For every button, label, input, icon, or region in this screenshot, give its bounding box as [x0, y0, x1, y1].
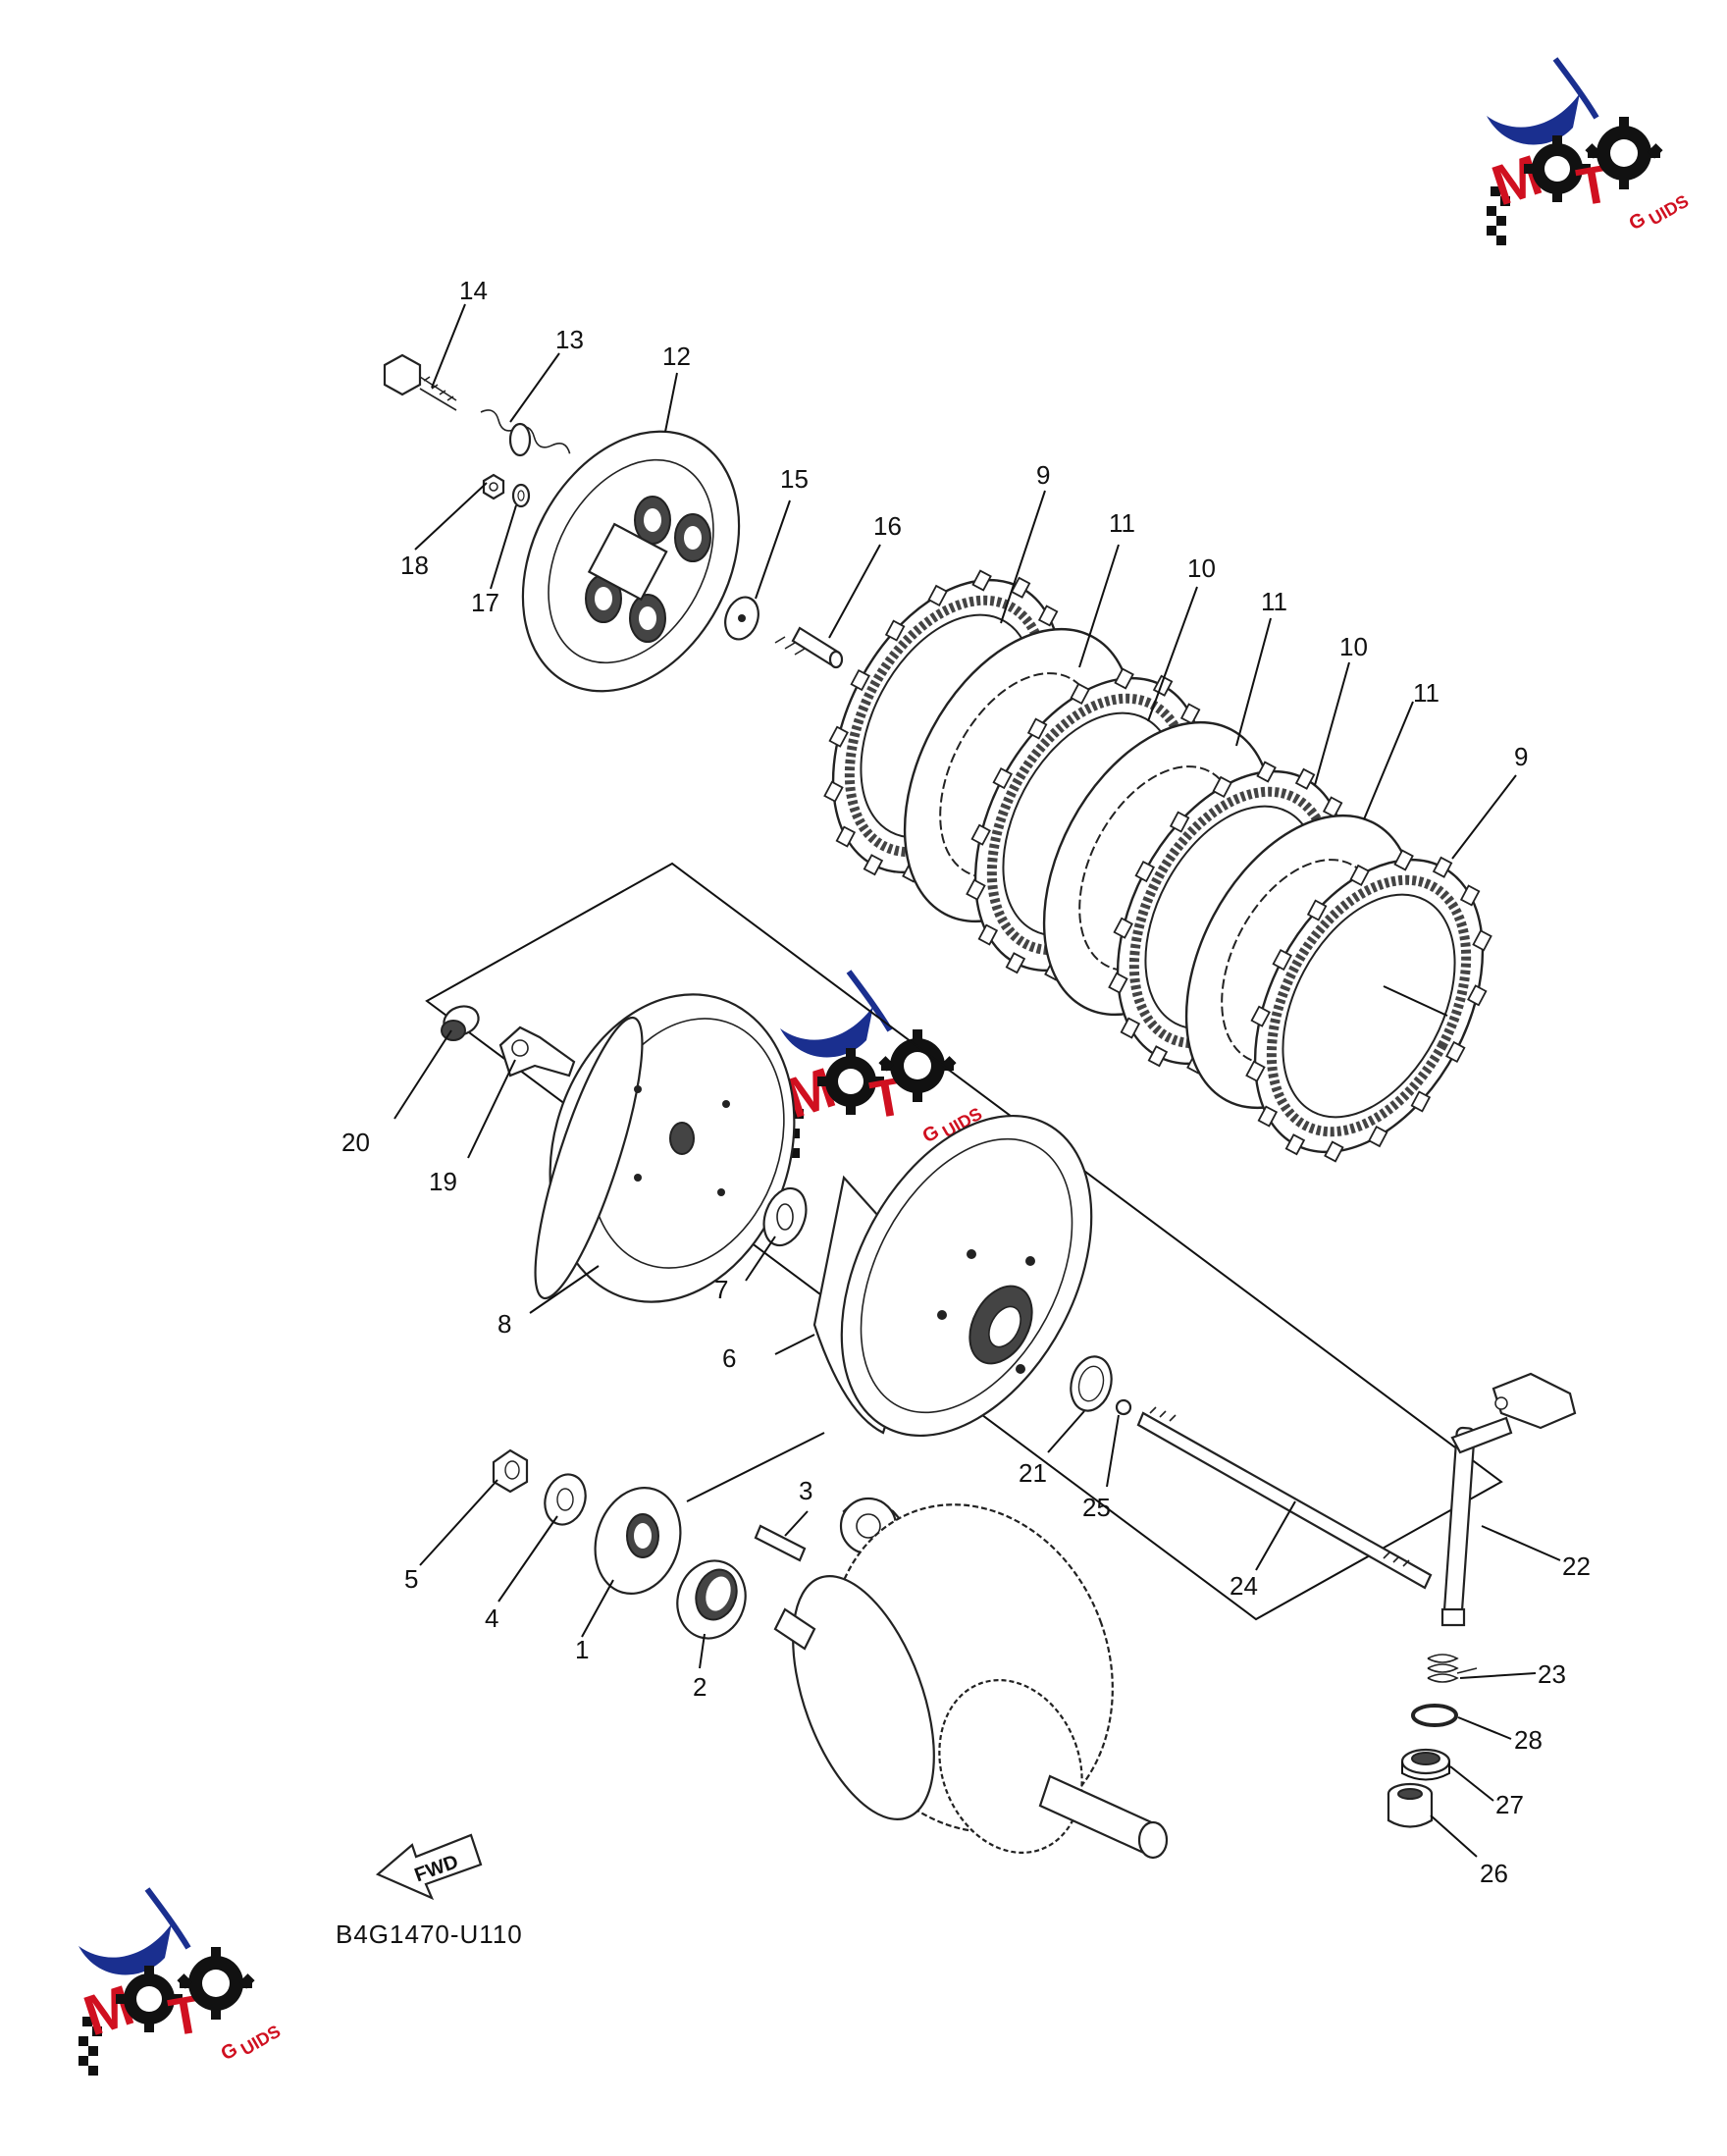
callout-22: 22 [1562, 1551, 1591, 1581]
logo-suffix-text: UIDS [237, 2022, 284, 2060]
callout-25: 25 [1082, 1493, 1111, 1522]
part-19-lock-washer [498, 1025, 576, 1078]
part-6-clutch-housing [812, 1114, 1093, 1438]
part-7-washer [762, 1186, 808, 1247]
part-4-washer [544, 1473, 587, 1526]
clutch-group-outline [425, 862, 1503, 1621]
part-3-key [754, 1524, 807, 1562]
callout-8: 8 [497, 1309, 511, 1339]
callout-12: 12 [662, 342, 691, 371]
callout-27: 27 [1495, 1790, 1524, 1819]
part-20-nut [441, 1005, 480, 1041]
callout-5: 5 [404, 1564, 418, 1594]
callout-10-a: 10 [1187, 553, 1216, 583]
clutch-plate-stack [823, 569, 1492, 1163]
part-18-nut [482, 473, 505, 500]
callout-7: 7 [714, 1275, 728, 1304]
part-9-friction-plate [1245, 849, 1492, 1163]
callout-11-b: 11 [1261, 587, 1287, 616]
callout-2: 2 [693, 1672, 706, 1702]
leader-lines [393, 303, 1561, 1858]
callout-17: 17 [471, 588, 499, 617]
part-27-oil-seal [1400, 1748, 1451, 1781]
callout-18: 18 [400, 551, 429, 580]
crankshaft-assembly [773, 1497, 1169, 1860]
moto-guids-logo-top-right: UIDS [1485, 59, 1692, 245]
part-12-pressure-plate [521, 430, 741, 693]
callout-20: 20 [341, 1128, 370, 1157]
callout-9-bottom: 9 [1514, 742, 1528, 771]
part-17-washer [511, 483, 531, 508]
logo-suffix-text: UIDS [1646, 191, 1692, 230]
drawing-code: B4G1470-U110 [336, 1919, 523, 1949]
moto-guids-logo-center: UIDS [778, 972, 985, 1158]
part-28-circlip [1411, 1704, 1458, 1727]
part-15-washer [724, 596, 759, 641]
part-5-nut [492, 1448, 529, 1494]
callout-11-c: 11 [1413, 678, 1439, 708]
fwd-arrow-icon: FWD [375, 1833, 483, 1901]
part-24-shaft [1136, 1406, 1433, 1590]
part-25-ball [1115, 1398, 1132, 1416]
callout-13: 13 [555, 325, 584, 354]
callout-9-top: 9 [1036, 460, 1050, 490]
callout-23: 23 [1538, 1659, 1566, 1689]
moto-guids-logo-bottom-left: UIDS [77, 1889, 284, 2076]
part-13-spring [480, 409, 571, 457]
callout-15: 15 [780, 464, 809, 494]
callout-11-a: 11 [1109, 508, 1135, 538]
callout-26: 26 [1480, 1859, 1508, 1888]
callout-6: 6 [722, 1343, 736, 1373]
callout-1: 1 [575, 1635, 589, 1664]
part-26-needle-bearing [1387, 1782, 1434, 1828]
part-23-spring [1427, 1654, 1478, 1683]
callout-19: 19 [429, 1167, 457, 1196]
part-1-primary-drive-gear [594, 1487, 682, 1595]
part-21-washer [1070, 1355, 1113, 1412]
callout-21: 21 [1019, 1458, 1047, 1488]
part-22-push-lever [1440, 1372, 1577, 1627]
part-8-clutch-boss [534, 993, 796, 1303]
part-14-bolt [383, 353, 457, 411]
part-2-bearing [676, 1559, 747, 1640]
callout-4: 4 [485, 1604, 498, 1633]
callout-16: 16 [873, 511, 902, 541]
callout-14: 14 [459, 276, 488, 305]
callout-3: 3 [799, 1476, 812, 1505]
callout-numbers: 14 13 12 18 17 15 16 9 11 10 11 10 11 9 … [341, 276, 1591, 1888]
callout-10-b: 10 [1339, 632, 1368, 661]
callout-24: 24 [1230, 1571, 1258, 1601]
callout-28: 28 [1514, 1725, 1543, 1755]
part-16-push-rod [774, 626, 844, 669]
